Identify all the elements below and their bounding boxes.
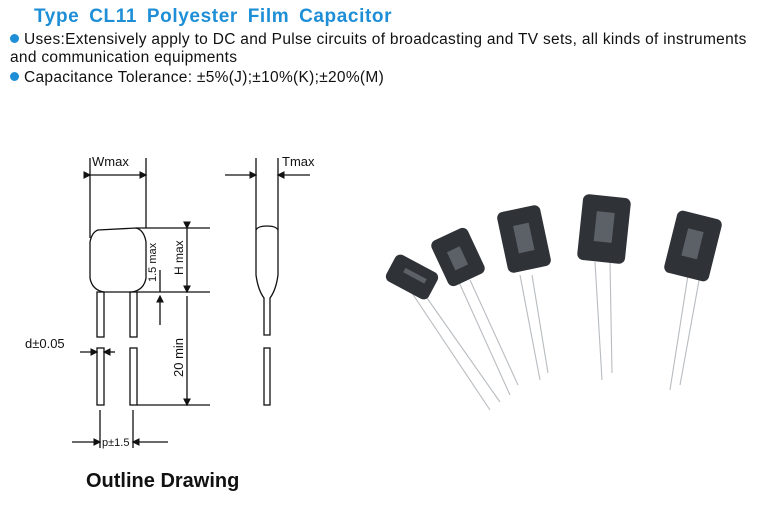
min-length-label: 20 min (171, 338, 186, 377)
tolerance-bullet: Capacitance Tolerance: ±5%(J);±10%(K);±2… (10, 69, 384, 87)
outline-drawing: Wmax Tmax H max 1.5 max 20 min d±0.05 p±… (25, 154, 315, 449)
bullet-dot-icon (10, 34, 19, 43)
bullet-dot-icon (10, 72, 19, 81)
t-max-label: Tmax (282, 154, 315, 169)
capacitor-photo (385, 194, 722, 411)
lead-max-label: 1.5 max (147, 242, 159, 282)
h-max-label: H max (172, 240, 186, 275)
drawing-caption: Outline Drawing (86, 470, 240, 492)
tolerance-text: Capacitance Tolerance: ±5%(J);±10%(K);±2… (24, 69, 385, 86)
capacitor-front-outline (89, 227, 147, 293)
d-label: d±0.05 (25, 336, 65, 351)
p-label: p±1.5 (102, 437, 129, 449)
uses-text: Uses:Extensively apply to DC and Pulse c… (10, 31, 747, 66)
page-title: Type CL11 Polyester Film Capacitor (34, 6, 393, 27)
uses-bullet: Uses:Extensively apply to DC and Pulse c… (10, 31, 750, 67)
capacitor-side-outline (255, 225, 279, 336)
w-max-label: Wmax (92, 154, 129, 169)
